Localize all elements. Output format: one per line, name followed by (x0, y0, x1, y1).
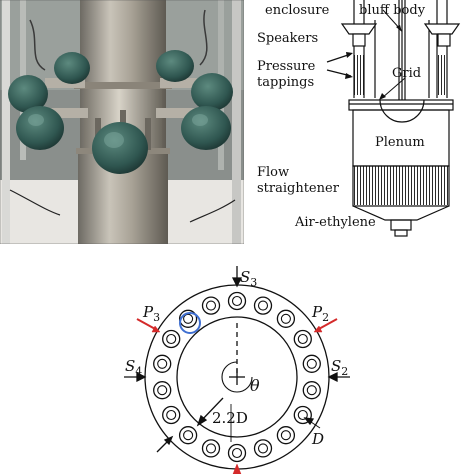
injector-inner (306, 385, 317, 396)
injector-outer (293, 329, 312, 349)
label-d: D (311, 430, 324, 448)
injector-inner (280, 313, 291, 324)
injector-outer (276, 426, 296, 445)
burner-schematic: enclosure bluff body Speakers Pressure t… (257, 0, 461, 237)
injector-inner (231, 447, 243, 459)
injector-outer (227, 291, 247, 311)
injector-outer (162, 405, 181, 425)
injector-outer (178, 426, 198, 445)
theta-arc (221, 361, 253, 393)
injector-inner (157, 358, 168, 369)
injector-outer (227, 443, 247, 463)
label-plenum: Plenum (375, 135, 425, 150)
injector-outer (153, 381, 172, 400)
inner-ring-circle (176, 316, 298, 438)
injector-inner (166, 409, 177, 421)
injector-inner (157, 385, 168, 396)
label-theta: θ (250, 376, 260, 395)
injector-outer (253, 296, 273, 315)
label-air-ethylene: Air-ethylene (294, 215, 376, 230)
label-enclosure: enclosure (265, 3, 330, 18)
injector-outer (276, 309, 296, 328)
injector-ring (153, 291, 321, 463)
injector-outer (153, 354, 172, 373)
injector-outer (162, 329, 181, 349)
injector-inner (231, 295, 243, 307)
injector-inner (306, 358, 317, 369)
injector-inner (205, 300, 217, 311)
injector-inner (257, 300, 269, 311)
pressure-arrows (136, 318, 338, 474)
label-pressure: Pressure (257, 59, 316, 74)
injector-outer (253, 439, 273, 458)
injector-inner (257, 443, 269, 454)
label-grid: Grid (392, 66, 421, 81)
injector-inner (297, 333, 308, 345)
label-p3: P3 (142, 303, 160, 324)
highlight-ring (179, 312, 201, 334)
label-s4: S4 (125, 357, 142, 378)
injector-plan-view: S3 P3 P2 S4 S2 θ 2.2D D (124, 266, 350, 474)
injector-inner (205, 443, 217, 454)
injector-outer (302, 354, 321, 373)
label-bluff-body: bluff body (359, 3, 426, 18)
injector-outer (201, 296, 221, 315)
label-speakers: Speakers (257, 31, 318, 46)
rig-photo (0, 0, 244, 244)
label-s2: S2 (331, 357, 348, 378)
label-flow: Flow (257, 165, 289, 180)
injector-inner (183, 313, 194, 324)
injector-inner (183, 430, 194, 441)
injector-inner (166, 333, 177, 345)
speaker-icon (8, 50, 233, 174)
injector-inner (280, 430, 291, 441)
label-straightener: straightener (257, 181, 340, 196)
pressure-tap-arrows (326, 52, 406, 100)
injector-outer (302, 381, 321, 400)
label-tappings: tappings (257, 75, 314, 90)
label-dim: 2.2D (212, 409, 248, 427)
speaker-icon (340, 23, 461, 47)
label-s3: S3 (240, 268, 257, 289)
injector-inner (297, 409, 308, 421)
label-p2: P2 (311, 303, 329, 324)
injector-outer (201, 439, 221, 458)
